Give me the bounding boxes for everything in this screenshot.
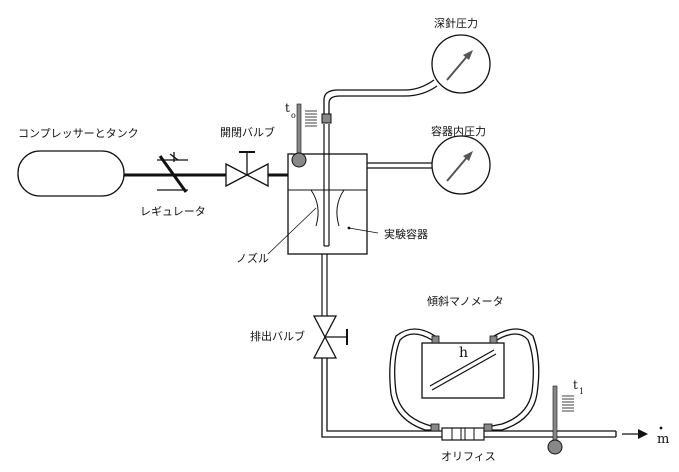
t1-subscript: 1 bbox=[579, 387, 584, 396]
thermometer-t0 bbox=[291, 103, 317, 168]
manometer-tap-left bbox=[430, 423, 440, 432]
outlet-pipe-outer bbox=[321, 358, 616, 438]
probe-connector bbox=[321, 113, 332, 124]
t0-symbol: t bbox=[285, 101, 290, 115]
vessel-pressure-label: 容器内圧力 bbox=[431, 124, 486, 138]
probe-hose-inner bbox=[328, 85, 438, 114]
depth-gauge-arrowhead bbox=[463, 50, 473, 60]
compressor-label: コンプレッサーとタンク bbox=[18, 127, 139, 140]
h-symbol: h bbox=[459, 345, 468, 361]
orifice bbox=[441, 427, 485, 441]
inclined-tube bbox=[429, 349, 497, 391]
vessel-leader bbox=[348, 227, 379, 234]
compressor-tank bbox=[17, 150, 125, 197]
nozzle-label: ノズル bbox=[236, 251, 269, 265]
manometer-label: 傾斜マノメータ bbox=[427, 294, 504, 308]
exhaust-valve-symbol bbox=[312, 315, 348, 359]
manometer-hose-right bbox=[491, 328, 540, 431]
regulator-label: レギュレータ bbox=[140, 205, 206, 218]
open-valve-label: 開閉バルブ bbox=[220, 125, 275, 139]
t0-subscript: o bbox=[291, 111, 296, 120]
manometer-port-right bbox=[489, 335, 498, 344]
nozzle bbox=[310, 189, 345, 227]
nozzle-leader bbox=[267, 207, 317, 255]
vessel-gauge-arrowhead bbox=[463, 151, 473, 161]
orifice-label: オリフィス bbox=[441, 450, 496, 463]
experiment-vessel bbox=[287, 153, 368, 255]
vessel-gauge-needle bbox=[446, 154, 470, 182]
regulator-symbol bbox=[157, 152, 188, 193]
flow-arrowhead bbox=[638, 429, 648, 439]
manometer-hose-left bbox=[389, 328, 436, 431]
t1-symbol: t bbox=[573, 378, 578, 392]
manometer-port-left bbox=[431, 335, 440, 344]
exhaust-valve-label: 排出バルブ bbox=[250, 329, 305, 343]
open-valve-symbol bbox=[225, 151, 269, 188]
thermometer-t1 bbox=[547, 385, 574, 455]
outlet-pipe-inner bbox=[326, 358, 616, 432]
manometer-tap-right bbox=[483, 423, 493, 432]
vessel-label: 実験容器 bbox=[384, 227, 428, 241]
probe-hose-outer bbox=[323, 79, 435, 114]
mdot-dot bbox=[659, 426, 663, 430]
mdot-symbol: m bbox=[657, 432, 669, 447]
depth-gauge-needle bbox=[446, 53, 470, 81]
depth-pressure-label: 深針圧力 bbox=[434, 16, 478, 30]
